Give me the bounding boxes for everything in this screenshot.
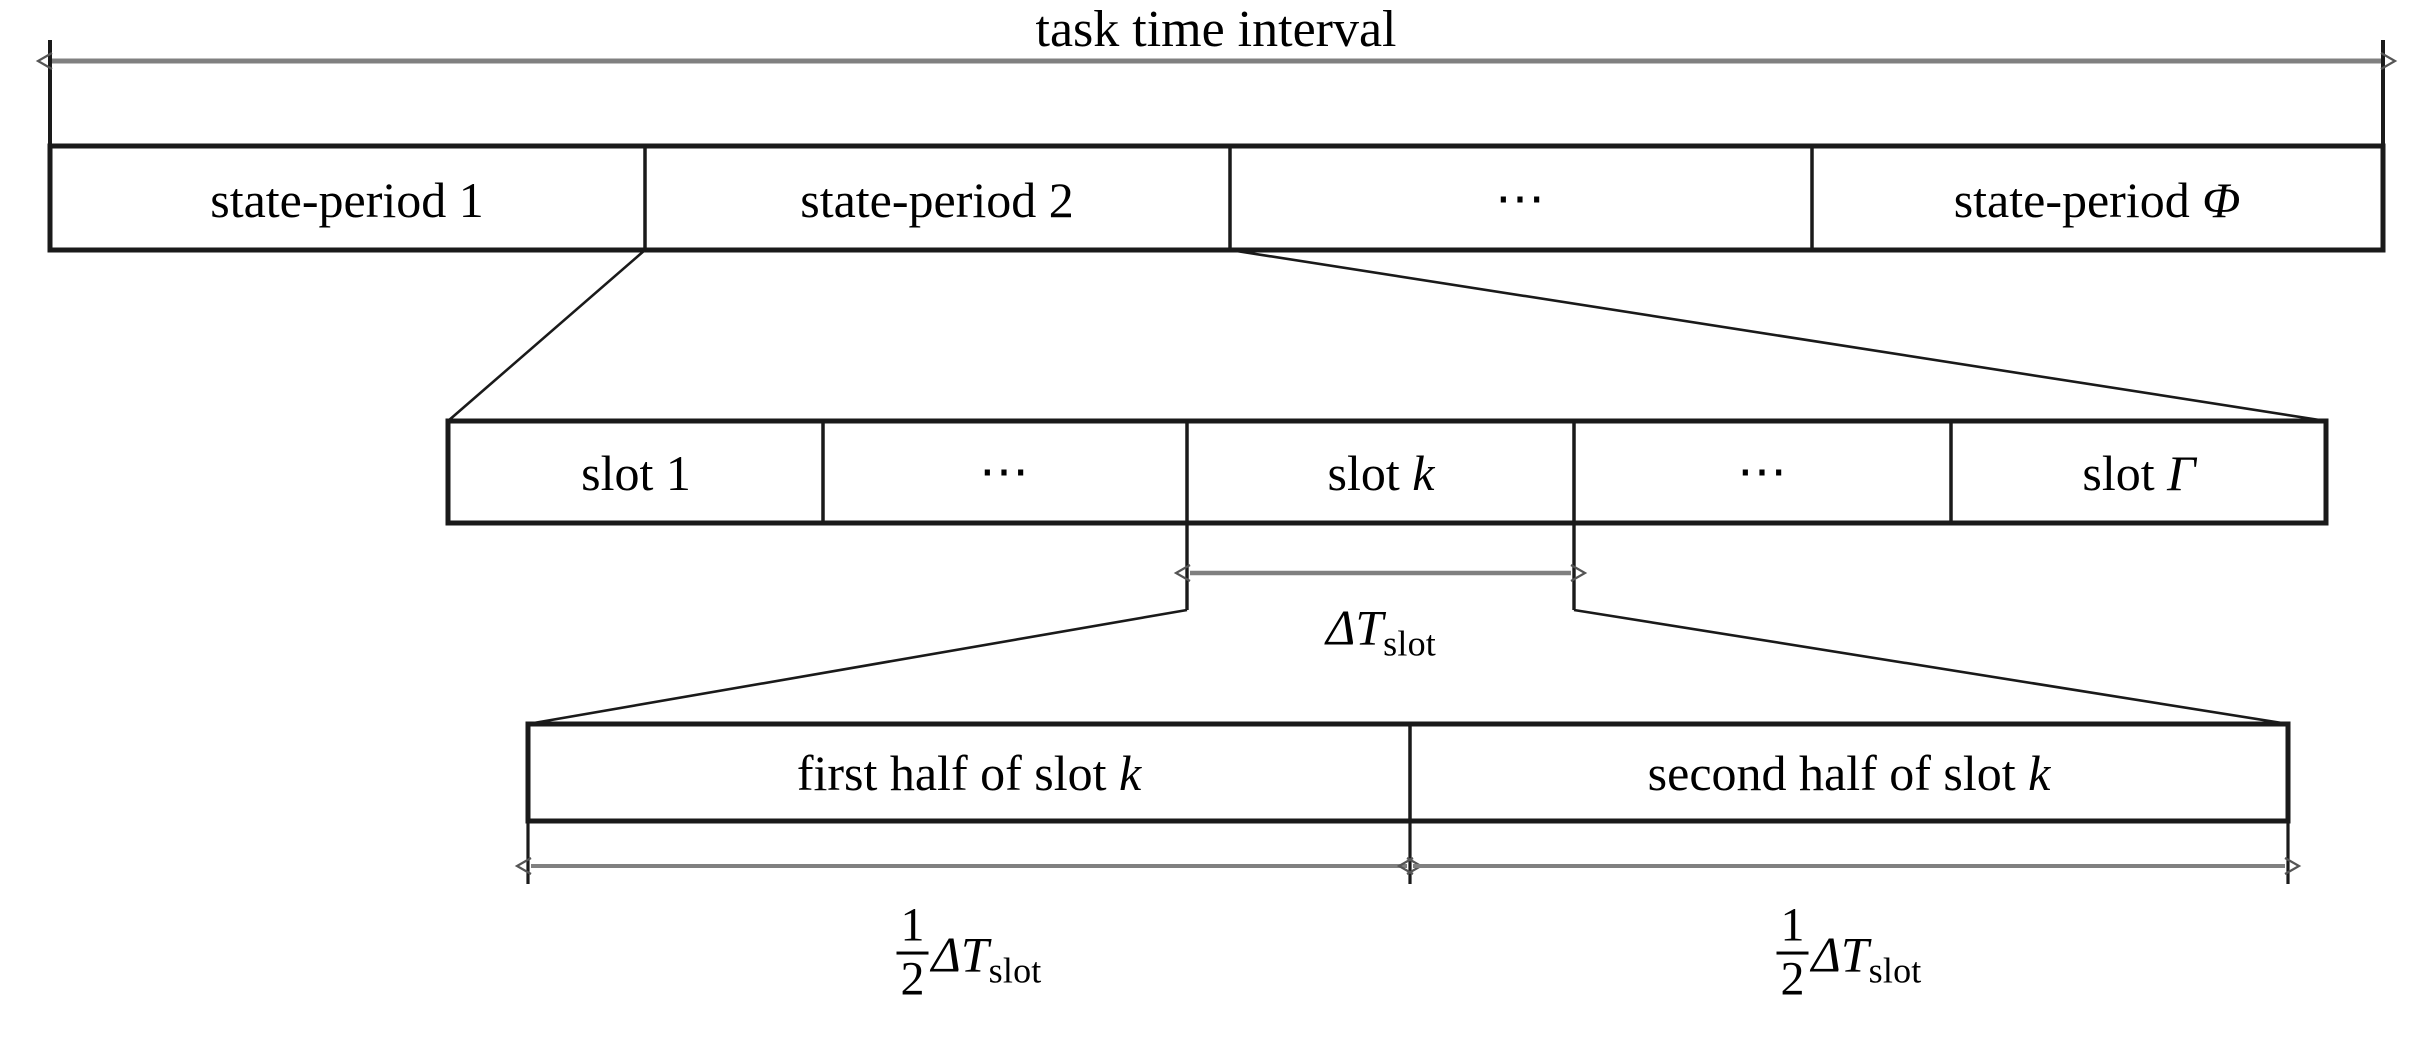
gamma-symbol: Γ [2167,445,2196,501]
state-period-row-outline [47,143,2386,253]
delta-t-subscript-left: slot [988,950,1042,991]
slot-row-group [445,418,2329,526]
first-half-text: first half of slot [796,745,1119,801]
cell-first-half-of-slot-k[interactable]: first half of slot k [797,748,1141,798]
cell-slot-gamma[interactable]: slot Γ [2082,448,2195,498]
half-slot-row-group [525,721,2291,824]
half-slot-dimension-group [514,821,2302,884]
k-symbol-first-half: k [1118,745,1142,801]
slot-duration-label: ΔTslot [1326,603,1436,662]
half-slot-row-outline [525,721,2291,824]
fraction-denominator-right: 2 [1780,952,1805,1006]
task-time-interval-caption: task time interval [1035,1,1397,58]
state-period-phi-text: state-period [1953,172,2203,228]
cell-state-period-ellipsis: ⋯ [1495,170,1547,226]
slot-to-half-connectors [527,608,2289,726]
fraction-numerator-left: 1 [896,901,929,955]
cell-slot-ellipsis-right: ⋯ [1737,443,1789,499]
delta-t-symbol-right: ΔT [1811,926,1869,983]
cell-slot-k[interactable]: slot k [1328,448,1435,498]
cell-slot-ellipsis-left: ⋯ [979,443,1031,499]
state-period-row-group [47,143,2386,253]
state-period-to-slot-connectors [447,248,2327,423]
connector-left-slot-to-half [527,608,1188,726]
delta-t-symbol: ΔT [1326,599,1384,656]
second-half-text: second half of slot [1647,745,2029,801]
slot-k-dimension-group [1173,523,1588,610]
cell-state-period-phi[interactable]: state-period Φ [1954,175,2241,225]
slot-gamma-text: slot [2082,445,2168,501]
k-symbol: k [1412,445,1435,501]
cell-state-period-1[interactable]: state-period 1 [210,172,484,228]
connector-left-state-to-slot [447,249,646,422]
phi-symbol: Φ [2202,172,2241,228]
slot-row-outline [445,418,2329,526]
cell-state-period-2[interactable]: state-period 2 [800,172,1074,228]
connector-right-state-to-slot [1229,248,2327,423]
connector-right-slot-to-half [1573,608,2289,726]
k-symbol-second-half: k [2028,745,2051,801]
slot-k-text: slot [1327,445,1413,501]
delta-t-symbol-left: ΔT [931,926,989,983]
delta-t-subscript-right: slot [1868,950,1922,991]
cell-second-half-of-slot-k[interactable]: second half of slot k [1648,748,2051,798]
cell-slot-1[interactable]: slot 1 [581,445,691,501]
fraction-numerator-right: 1 [1776,901,1809,955]
fraction-denominator-left: 2 [900,952,925,1006]
delta-t-subscript: slot [1383,623,1436,664]
